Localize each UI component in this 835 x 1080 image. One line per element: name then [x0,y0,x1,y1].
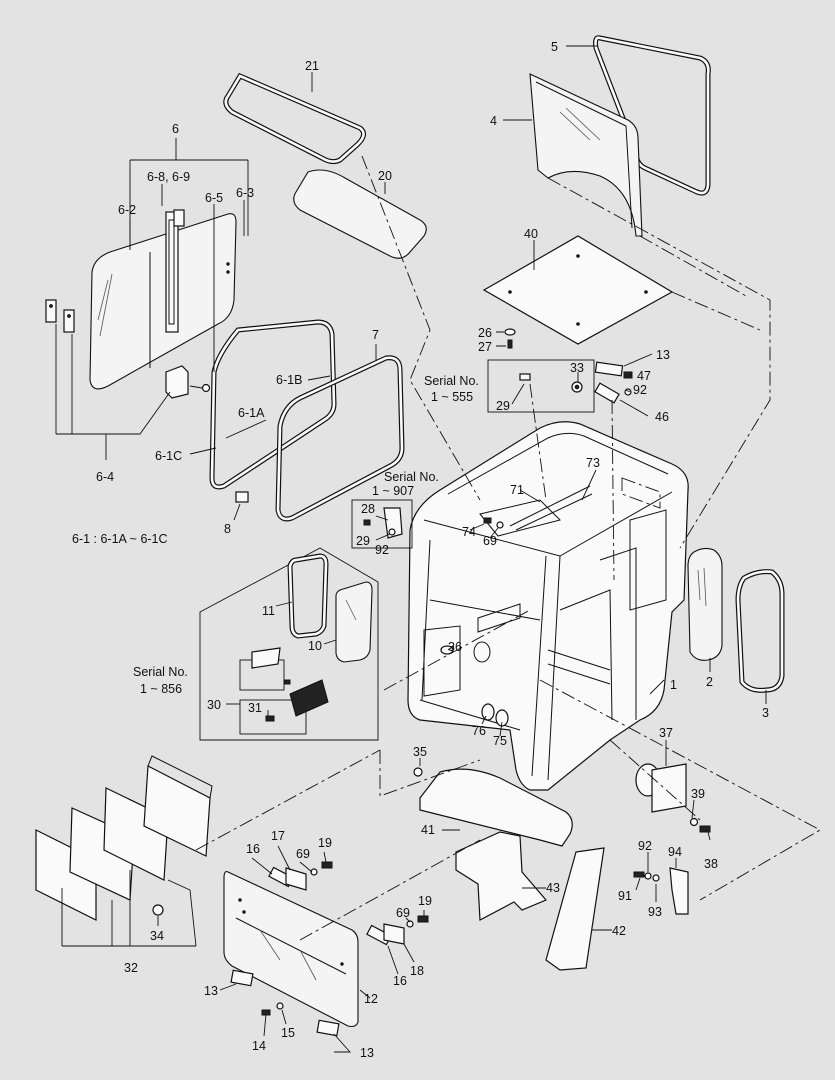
label-69-left: 69 [296,847,310,861]
serial-box-856 [200,548,378,740]
label-30: 30 [207,698,221,712]
label-39: 39 [691,787,705,801]
label-8: 8 [224,522,231,536]
part-6-1a-seal [212,322,334,487]
label-19-top: 19 [318,836,332,850]
label-6-1-note: 6-1 : 6-1A ~ 6-1C [72,532,168,546]
label-92-top: 92 [633,383,647,397]
label-6-1b: 6-1B [276,373,302,387]
label-6-5: 6-5 [205,191,223,205]
label-38: 38 [704,857,718,871]
label-15: 15 [281,1026,295,1040]
part-12-door-panel [224,862,428,1036]
part-8-block [236,492,248,502]
label-16-bottom: 16 [393,974,407,988]
label-36: 36 [448,640,462,654]
part-26-27-fasteners [505,329,515,348]
label-16-top: 16 [246,842,260,856]
label-6-1a: 6-1A [238,406,265,420]
serial-label-555: Serial No. [424,374,479,388]
label-33: 33 [570,361,584,375]
label-73: 73 [586,456,600,470]
serial-label-907: Serial No. [384,470,439,484]
label-69-mid: 69 [483,534,497,548]
label-5: 5 [551,40,558,54]
label-28: 28 [361,502,375,516]
label-17: 17 [271,829,285,843]
label-47: 47 [637,369,651,383]
label-91: 91 [618,889,632,903]
label-76: 76 [472,724,486,738]
part-13-46-47-top-right [595,362,632,403]
label-21: 21 [305,59,319,73]
label-12: 12 [364,992,378,1006]
label-2: 2 [706,675,713,689]
serial-range-856: 1 ~ 856 [140,682,182,696]
label-6: 6 [172,122,179,136]
label-11: 11 [262,604,275,618]
label-18: 18 [410,964,424,978]
serial-range-555: 1 ~ 555 [431,390,473,404]
label-20: 20 [378,169,392,183]
label-35: 35 [413,745,427,759]
label-6-2: 6-2 [118,203,136,217]
label-7: 7 [372,328,379,342]
part-4-rear-glass [530,74,642,236]
label-46: 46 [655,410,669,424]
serial-range-907: 1 ~ 907 [372,484,414,498]
label-42: 42 [612,924,626,938]
label-41: 41 [421,823,435,837]
label-92-right: 92 [638,839,652,853]
part-21-top-seal [226,76,364,162]
serial-label-856: Serial No. [133,665,188,679]
label-43: 43 [546,881,560,895]
label-29-top: 29 [496,399,510,413]
label-26: 26 [478,326,492,340]
part-43-panel [456,832,546,920]
part-20-top-glass [294,170,427,258]
label-13-bottom-left: 13 [204,984,218,998]
label-74: 74 [462,525,476,539]
label-6-8-9: 6-8, 6-9 [147,170,190,184]
part-3-side-seal [738,572,782,691]
label-3: 3 [762,706,769,720]
label-69-right: 69 [396,906,410,920]
label-75: 75 [493,734,507,748]
label-31: 31 [248,701,262,715]
label-34: 34 [150,929,164,943]
label-32: 32 [124,961,138,975]
label-13-top: 13 [656,348,670,362]
part-40-roof-plate [484,236,672,344]
label-13-bottom-right: 13 [360,1046,374,1060]
part-42-strip [546,848,604,970]
part-2-side-glass [688,548,722,660]
label-6-3: 6-3 [236,186,254,200]
label-4: 4 [490,114,497,128]
label-71: 71 [510,483,524,497]
label-92-mid: 92 [375,543,389,557]
label-94: 94 [668,845,682,859]
label-6-4: 6-4 [96,470,114,484]
label-29-mid: 29 [356,534,370,548]
label-14: 14 [252,1039,266,1053]
part-6-8-rail [166,212,178,332]
label-6-1c: 6-1C [155,449,182,463]
label-19-right: 19 [418,894,432,908]
label-1: 1 [670,678,677,692]
label-93: 93 [648,905,662,919]
label-37: 37 [659,726,673,740]
label-10: 10 [308,639,322,653]
label-27: 27 [478,340,492,354]
label-40: 40 [524,227,538,241]
part-1-cab-frame [408,422,688,790]
